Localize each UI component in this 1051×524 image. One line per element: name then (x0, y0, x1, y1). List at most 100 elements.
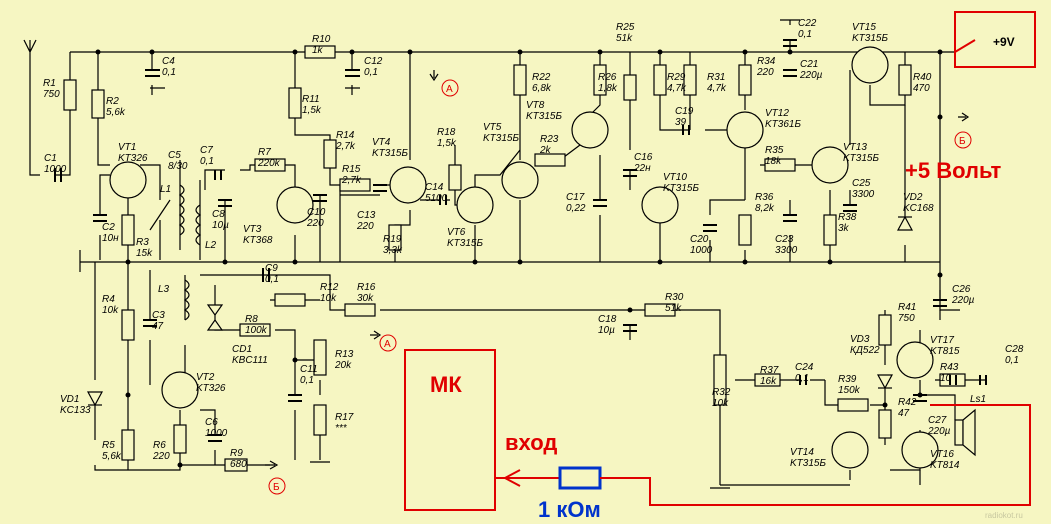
ref-cd1: CD1 (232, 344, 252, 355)
value-r16: 30k (357, 293, 374, 304)
value-r9: 680 (230, 459, 247, 470)
value-c16: 22н (633, 163, 651, 174)
value-r1: 750 (43, 89, 60, 100)
ref-r7: R7 (258, 147, 271, 158)
value-vt15: KT315Б (852, 33, 888, 44)
value-r42: 47 (898, 408, 910, 419)
supply-9v-box (954, 11, 1036, 68)
ref-c3: C3 (152, 310, 165, 321)
value-vt6: KT315Б (447, 238, 483, 249)
value-c8: 10µ (212, 220, 229, 231)
value-vt10: KT315Б (663, 183, 699, 194)
ref-r40: R40 (913, 72, 932, 83)
ref-vt3: VT3 (243, 224, 262, 235)
value-vd3: КД522 (850, 345, 880, 356)
value-vt17: KT815 (930, 346, 960, 357)
junction-dots (95, 49, 943, 468)
value-r22: 6,8k (532, 83, 552, 94)
ref-c19: C19 (675, 106, 694, 117)
value-r12: 10k (320, 293, 337, 304)
value-c19: 39 (675, 117, 687, 128)
supply-5v-label: +5 Вольт (905, 158, 1002, 183)
ref-vd1: VD1 (60, 394, 79, 405)
value-r39: 150k (838, 385, 861, 396)
ref-vt8: VT8 (526, 100, 545, 111)
ref-r34: R34 (757, 56, 776, 67)
ref-l1: L1 (160, 184, 171, 195)
ref-c23: C23 (775, 234, 794, 245)
value-vd1: KC133 (60, 405, 91, 416)
resistor-1k-label: 1 кОм (538, 497, 601, 522)
value-r31: 4,7k (707, 83, 727, 94)
ref-vd2: VD2 (903, 192, 923, 203)
value-c22: 0,1 (798, 29, 812, 40)
value-c3: 47 (152, 321, 164, 332)
ref-c11: C11 (300, 364, 318, 375)
value-r38: 3k (838, 223, 850, 234)
value-r6: 220 (152, 451, 170, 462)
value-c21: 220µ (799, 70, 823, 81)
ref-c17: C17 (566, 192, 585, 203)
value-r43: 10 (940, 373, 952, 384)
ref-vt12: VT12 (765, 108, 789, 119)
value-c5: 8/30 (168, 161, 188, 172)
ref-r39: R39 (838, 374, 857, 385)
value-vt2: KT326 (196, 383, 226, 394)
value-vd2: KC168 (903, 203, 934, 214)
ref-ls1: Ls1 (970, 394, 986, 405)
value-r35: 18k (765, 156, 782, 167)
ref-vt15: VT15 (852, 22, 876, 33)
ref-c8: C8 (212, 209, 225, 220)
ref-c9: C9 (265, 263, 278, 274)
value-vt13: KT315Б (843, 153, 879, 164)
ref-r16: R16 (357, 282, 376, 293)
ref-r9: R9 (230, 448, 243, 459)
ref-r43: R43 (940, 362, 959, 373)
ref-vt16: VT16 (930, 449, 954, 460)
value-vt5: KT315Б (483, 133, 519, 144)
ref-r5: R5 (102, 440, 115, 451)
value-vt16: KT814 (930, 460, 960, 471)
ref-c6: C6 (205, 417, 218, 428)
output-wire (600, 404, 1031, 506)
ref-vt4: VT4 (372, 137, 391, 148)
ref-c20: C20 (690, 234, 709, 245)
marker-a-mid: А (384, 339, 391, 350)
value-r17: *** (335, 423, 348, 434)
value-c1: 1000 (44, 164, 67, 175)
value-vt3: KT368 (243, 235, 273, 246)
value-vt12: KT361Б (765, 119, 801, 130)
value-c10: 220 (306, 218, 324, 229)
ref-c1: C1 (44, 153, 57, 164)
ref-r30: R30 (665, 292, 684, 303)
mk-block (404, 349, 496, 511)
ref-r2: R2 (106, 96, 119, 107)
ref-c10: C10 (307, 207, 326, 218)
value-r23: 2k (539, 145, 552, 156)
value-c28: 0,1 (1005, 355, 1019, 366)
value-cd1: KBC111 (232, 355, 268, 366)
ref-r11: R11 (302, 94, 320, 105)
ref-c13: C13 (357, 210, 376, 221)
ref-vt14: VT14 (790, 447, 814, 458)
value-r11: 1,5k (302, 105, 322, 116)
marker-a-top: А (446, 84, 453, 95)
value-r30: 51k (665, 303, 682, 314)
value-vt4: KT315Б (372, 148, 408, 159)
value-c20: 1000 (690, 245, 713, 256)
ref-c28: C28 (1005, 344, 1024, 355)
ref-l3: L3 (158, 284, 170, 295)
resistor-1k (558, 466, 602, 490)
ref-vd3: VD3 (850, 334, 870, 345)
value-c4: 0,1 (162, 67, 176, 78)
ref-c24: C24 (795, 362, 814, 373)
ref-r32: R32 (712, 387, 731, 398)
ref-c7: C7 (200, 145, 213, 156)
ref-r14: R14 (336, 130, 355, 141)
input-label: вход (505, 430, 557, 455)
ref-c2: C2 (102, 222, 115, 233)
ref-c25: C25 (852, 178, 871, 189)
ref-c22: C22 (798, 18, 817, 29)
value-r3: 15k (136, 248, 153, 259)
